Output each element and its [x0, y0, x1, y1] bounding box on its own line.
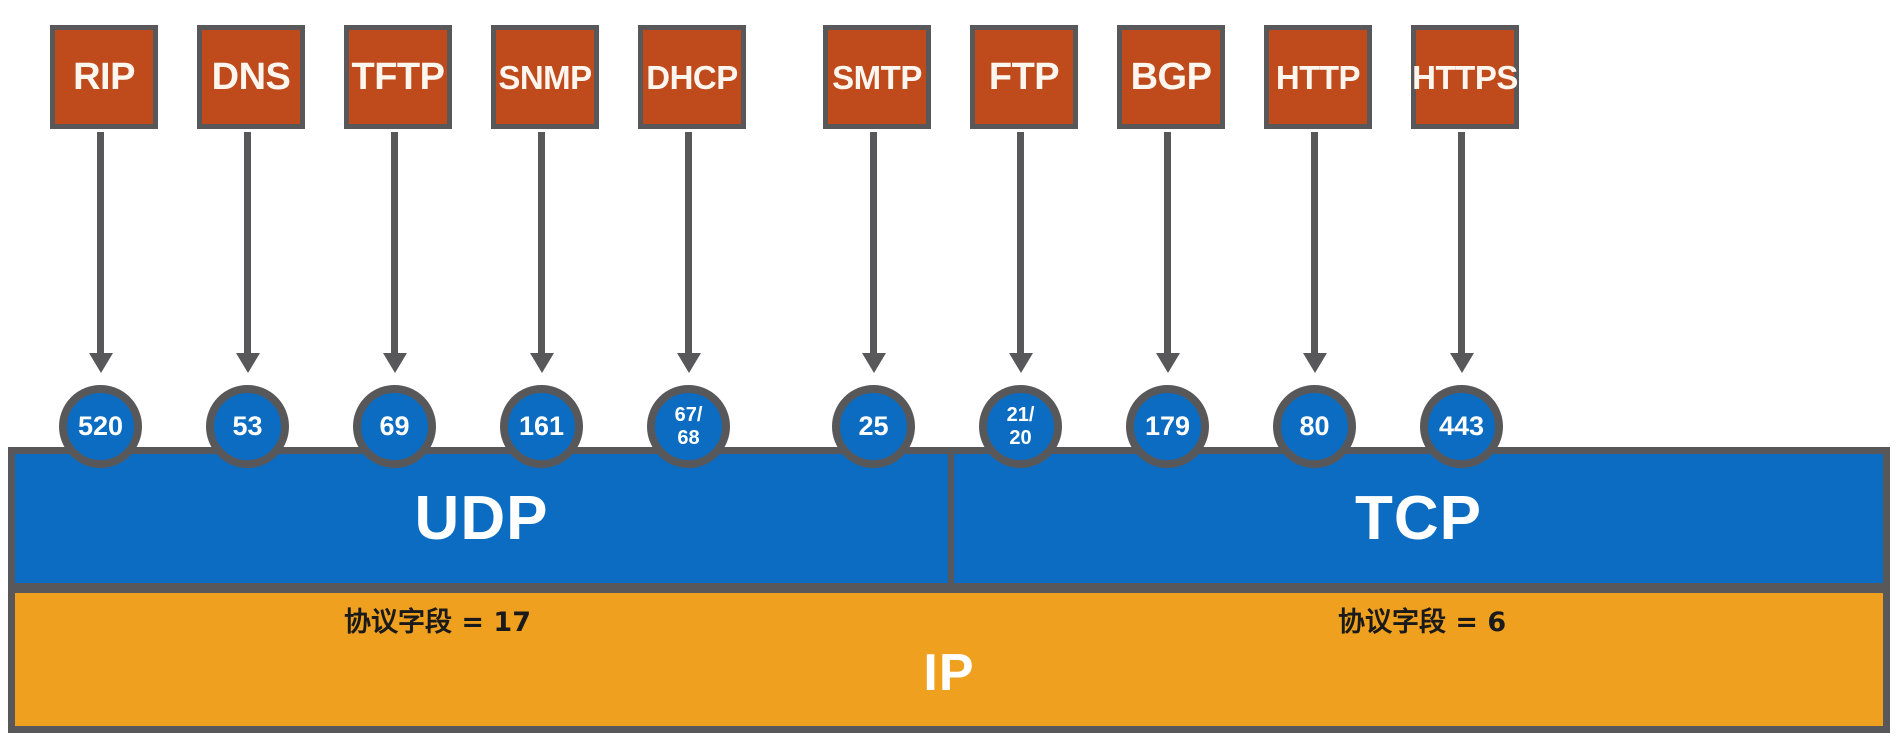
connector-arrow-rip	[97, 132, 104, 354]
tcp-layer-bar[interactable]: TCP	[950, 447, 1890, 590]
protocol-box-http[interactable]: HTTP	[1264, 25, 1372, 129]
port-number-line: 21/	[1006, 403, 1035, 426]
ip-label: IP	[923, 643, 975, 702]
ip-layer-bar[interactable]: IP	[8, 588, 1890, 733]
connector-arrow-ftp	[1017, 132, 1024, 354]
port-number-line: 179	[1144, 410, 1191, 441]
protocol-field-udp: 协议字段 = 17	[344, 607, 531, 638]
port-circle-443[interactable]: 443	[1420, 385, 1503, 468]
port-circle-161[interactable]: 161	[500, 385, 583, 468]
port-number-line: 53	[232, 410, 263, 441]
protocol-box-https[interactable]: HTTPS	[1411, 25, 1519, 129]
connector-arrow-dhcp	[685, 132, 692, 354]
connector-arrow-snmp	[538, 132, 545, 354]
port-circle-80[interactable]: 80	[1273, 385, 1356, 468]
connector-arrow-dns	[244, 132, 251, 354]
port-circle-25[interactable]: 25	[832, 385, 915, 468]
protocol-box-tftp[interactable]: TFTP	[344, 25, 452, 129]
port-number-line: 67/	[674, 403, 703, 426]
udp-label: UDP	[414, 484, 549, 553]
port-number-line: 68	[677, 426, 700, 449]
udp-layer-bar[interactable]: UDP	[8, 447, 952, 590]
tcp-label: TCP	[1355, 484, 1482, 553]
connector-arrow-tftp	[391, 132, 398, 354]
port-number-line: 161	[518, 410, 565, 441]
port-circle-69[interactable]: 69	[353, 385, 436, 468]
connector-arrow-smtp	[870, 132, 877, 354]
protocol-box-bgp[interactable]: BGP	[1117, 25, 1225, 129]
port-number-line: 69	[379, 410, 410, 441]
connector-arrow-http	[1311, 132, 1318, 354]
port-number-line: 80	[1299, 410, 1330, 441]
port-circle-179[interactable]: 179	[1126, 385, 1209, 468]
protocol-box-smtp[interactable]: SMTP	[823, 25, 931, 129]
protocol-box-dhcp[interactable]: DHCP	[638, 25, 746, 129]
port-circle-53[interactable]: 53	[206, 385, 289, 468]
protocol-box-rip[interactable]: RIP	[50, 25, 158, 129]
protocol-box-ftp[interactable]: FTP	[970, 25, 1078, 129]
port-number-line: 443	[1438, 410, 1485, 441]
port-number-line: 520	[77, 410, 124, 441]
protocol-field-tcp: 协议字段 = 6	[1338, 607, 1507, 638]
port-circle-520[interactable]: 520	[59, 385, 142, 468]
protocol-box-dns[interactable]: DNS	[197, 25, 305, 129]
port-circle-21-20[interactable]: 21/20	[979, 385, 1062, 468]
connector-arrow-bgp	[1164, 132, 1171, 354]
connector-arrow-https	[1458, 132, 1465, 354]
protocol-box-snmp[interactable]: SNMP	[491, 25, 599, 129]
port-number-line: 20	[1009, 426, 1032, 449]
port-number-line: 25	[858, 410, 889, 441]
port-circle-67-68[interactable]: 67/68	[647, 385, 730, 468]
